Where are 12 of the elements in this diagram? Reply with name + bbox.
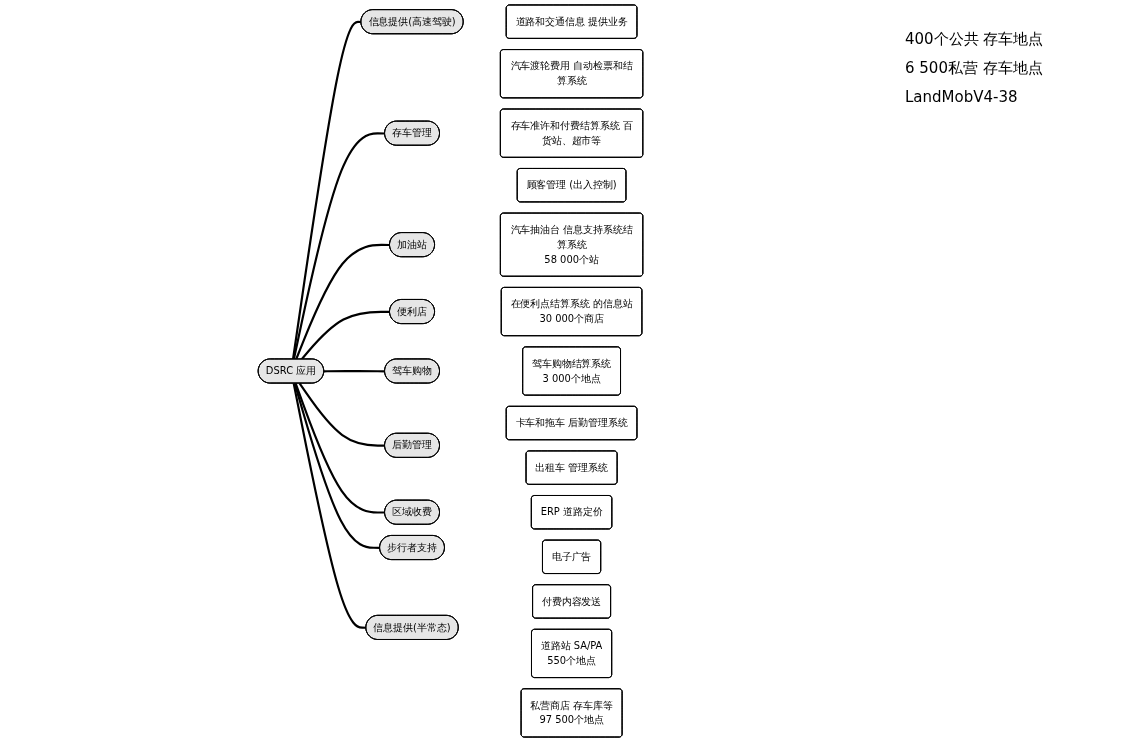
note-text: LandMobV4-38	[905, 88, 1019, 106]
connector	[294, 243, 390, 360]
note-text: 6 500私营 存车地点	[905, 59, 1044, 78]
connector	[300, 310, 390, 360]
connector	[292, 383, 366, 629]
note-text: 400个公共 存车地点	[905, 30, 1045, 49]
connector	[291, 20, 361, 360]
connector	[294, 383, 385, 514]
connector	[293, 383, 380, 549]
connector	[292, 132, 385, 360]
connector	[323, 370, 385, 373]
connector	[298, 382, 385, 447]
